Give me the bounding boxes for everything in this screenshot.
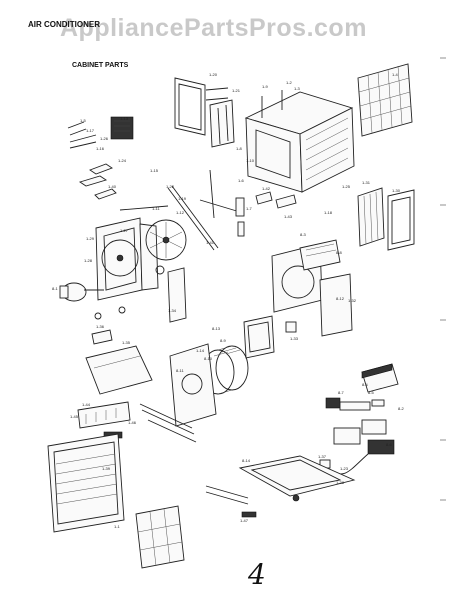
- partition-panel: [271, 239, 353, 337]
- rear-grille: [357, 63, 413, 137]
- side-gasket-frame: [174, 77, 235, 148]
- part-label: 1-38: [336, 480, 345, 485]
- part-label: 1-23: [340, 466, 349, 471]
- condenser-fan-blade: [145, 219, 187, 261]
- part-label: 1-45: [70, 414, 79, 419]
- part-label: 1-28: [84, 258, 93, 263]
- fan-shroud-assembly: [95, 217, 159, 301]
- air-filter: [135, 505, 185, 569]
- part-label: 1-30: [392, 188, 401, 193]
- part-label: 1-8: [236, 146, 243, 151]
- page-number: 4: [248, 558, 266, 591]
- control-box: [325, 363, 399, 445]
- part-label: 1-25: [342, 184, 351, 189]
- part-label: 1-2: [286, 80, 293, 85]
- margin-ticks: [440, 57, 446, 501]
- part-label: 8-7: [338, 390, 345, 395]
- part-label: 1-4: [392, 72, 399, 77]
- drain-tray: [238, 455, 356, 502]
- part-label: 1-36: [96, 324, 105, 329]
- part-label: 8-14: [242, 458, 251, 463]
- part-label: 8-11: [176, 368, 184, 373]
- part-label: 1-7: [246, 206, 253, 211]
- part-label: 1-3: [294, 86, 301, 91]
- part-label: 1-44: [82, 402, 91, 407]
- part-label: 1-21: [232, 88, 241, 93]
- part-label: 1-47: [240, 518, 249, 523]
- part-label: 1-37: [318, 454, 327, 459]
- part-label: 1-14: [196, 348, 205, 353]
- part-label: 1-32: [348, 298, 357, 303]
- part-label: 8-3: [300, 232, 307, 237]
- base-pan: [85, 329, 153, 395]
- part-label: 1-5: [80, 118, 87, 123]
- part-label: 8-6: [386, 442, 393, 447]
- front-grille: [47, 433, 125, 533]
- part-label: 1-13: [120, 116, 129, 121]
- side-panel: [357, 187, 415, 251]
- part-label: 1-33: [290, 336, 299, 341]
- power-cord: [319, 439, 395, 475]
- part-label: 8-12: [336, 296, 345, 301]
- control-bracket: [77, 401, 131, 439]
- screws-group: [67, 116, 134, 149]
- support-bars: [205, 485, 257, 518]
- site-watermark: AppliancePartsPros.com: [60, 14, 367, 42]
- mounting-brackets-group: [78, 163, 117, 200]
- part-label: 1-11: [152, 206, 160, 211]
- part-label: 1-9: [262, 84, 269, 89]
- subsection-title: CABINET PARTS: [72, 62, 129, 69]
- part-label: 8-10: [204, 356, 213, 361]
- part-label: 1-20: [209, 72, 218, 77]
- part-label: 8-9: [220, 338, 227, 343]
- part-label: 8-8: [336, 250, 343, 255]
- part-label: 8-13: [212, 326, 221, 331]
- part-label: 8-1: [52, 286, 59, 291]
- part-label: 1-39: [102, 466, 111, 471]
- part-label: 1-15: [150, 168, 159, 173]
- part-label: 8-4: [362, 382, 369, 387]
- part-label: 8-5: [368, 390, 375, 395]
- part-label: 1-18: [324, 210, 333, 215]
- part-label: 1-22: [166, 184, 175, 189]
- part-label: 1-34: [168, 308, 177, 313]
- support-rails: [119, 169, 297, 251]
- part-label: 1-29: [86, 236, 95, 241]
- section-title: AIR CONDITIONER: [28, 20, 100, 29]
- part-label: 1-35: [122, 340, 131, 345]
- fan-motor: [59, 282, 104, 302]
- scroll-housing: [169, 315, 275, 427]
- blower-shroud: [94, 265, 187, 323]
- part-label: 1-19: [178, 196, 187, 201]
- part-label: 1-17: [86, 128, 95, 133]
- part-label: 1-46: [128, 420, 137, 425]
- cabinet-housing: [244, 90, 355, 193]
- part-label: 1-40: [108, 184, 117, 189]
- part-label: 1-43: [284, 214, 293, 219]
- part-label: 1-31: [362, 180, 371, 185]
- part-label: 1-1: [114, 524, 121, 529]
- part-label: 1-42: [262, 186, 271, 191]
- part-label: 1-12: [176, 210, 185, 215]
- part-label: 1-41: [206, 240, 215, 245]
- part-label: 1-16: [96, 146, 105, 151]
- control-rails: [139, 403, 197, 443]
- part-label: 8-2: [398, 406, 405, 411]
- part-label: 1-26: [100, 136, 109, 141]
- part-label: 1-10: [246, 158, 255, 163]
- part-label: 1-6: [238, 178, 245, 183]
- part-label: 1-27: [120, 228, 129, 233]
- part-label: 1-24: [118, 158, 127, 163]
